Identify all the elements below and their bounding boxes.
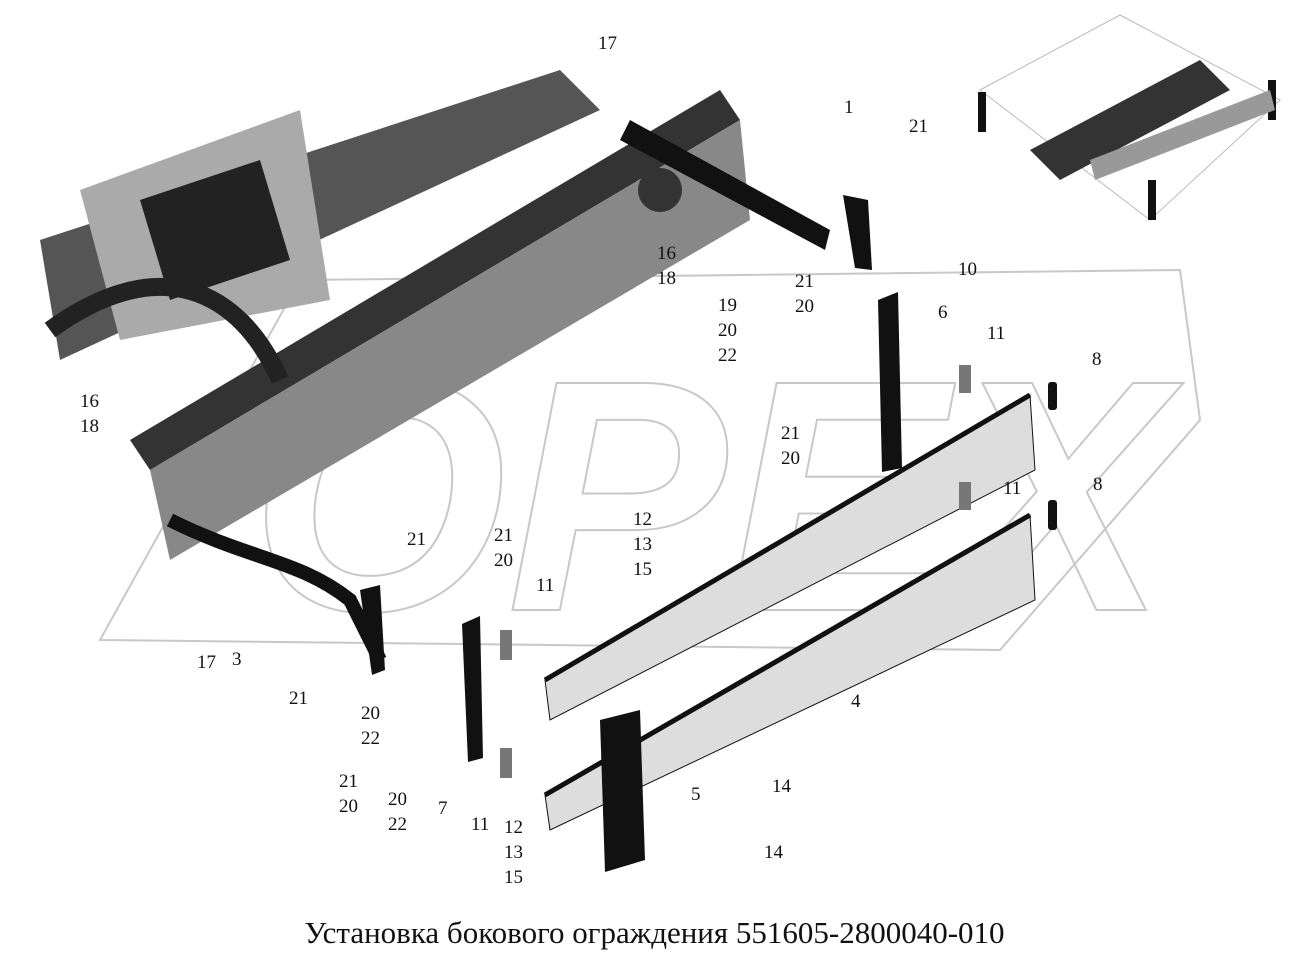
callout-label: 11 xyxy=(536,575,555,596)
bracket-3 xyxy=(166,513,387,675)
callout-label: 21 20 xyxy=(339,771,358,817)
callout-label: 17 xyxy=(598,33,617,54)
callout-label: 1 xyxy=(844,97,854,118)
inset-overview xyxy=(978,14,1281,221)
plate-11-a xyxy=(959,365,971,393)
post-6 xyxy=(878,292,902,472)
callout-label: 19 20 22 xyxy=(718,295,737,366)
callout-label: 4 xyxy=(851,691,861,712)
callout-label: 17 xyxy=(197,652,216,673)
plate-11-d xyxy=(500,748,512,778)
bracket-1 xyxy=(620,120,872,270)
callout-label: 11 xyxy=(1003,478,1022,499)
callout-label: 14 xyxy=(764,842,783,863)
callout-label: 12 13 15 xyxy=(633,509,652,580)
callout-label: 16 18 xyxy=(657,243,676,289)
callout-label: 6 xyxy=(938,302,948,323)
callout-label: 10 xyxy=(958,259,977,280)
callout-label: 21 20 xyxy=(795,271,814,317)
callout-label: 21 20 xyxy=(781,423,800,469)
cap-8-lower xyxy=(1048,500,1057,530)
callout-label: 3 xyxy=(232,649,242,670)
callout-label: 8 xyxy=(1093,474,1103,495)
callout-label: 11 xyxy=(471,814,490,835)
post-5 xyxy=(600,710,645,872)
callout-label: 7 xyxy=(438,798,448,819)
callout-label: 5 xyxy=(691,784,701,805)
cap-8-upper xyxy=(1048,382,1057,410)
callout-label: 14 xyxy=(772,776,791,797)
diagram-title: Установка бокового ограждения 551605-280… xyxy=(304,915,1005,950)
post-7 xyxy=(462,616,483,762)
callout-label: 21 xyxy=(289,688,308,709)
plate-11-c xyxy=(500,630,512,660)
callout-label: 8 xyxy=(1092,349,1102,370)
callout-label: 21 20 xyxy=(494,525,513,571)
plate-11-b xyxy=(959,482,971,510)
callout-label: 12 13 15 xyxy=(504,817,523,888)
callout-label: 11 xyxy=(987,323,1006,344)
callout-label: 20 22 xyxy=(361,703,380,749)
callout-label: 21 xyxy=(909,116,928,137)
callout-label: 21 xyxy=(407,529,426,550)
callout-label: 16 18 xyxy=(80,391,99,437)
chassis-frame xyxy=(40,70,750,560)
callout-label: 20 22 xyxy=(388,789,407,835)
